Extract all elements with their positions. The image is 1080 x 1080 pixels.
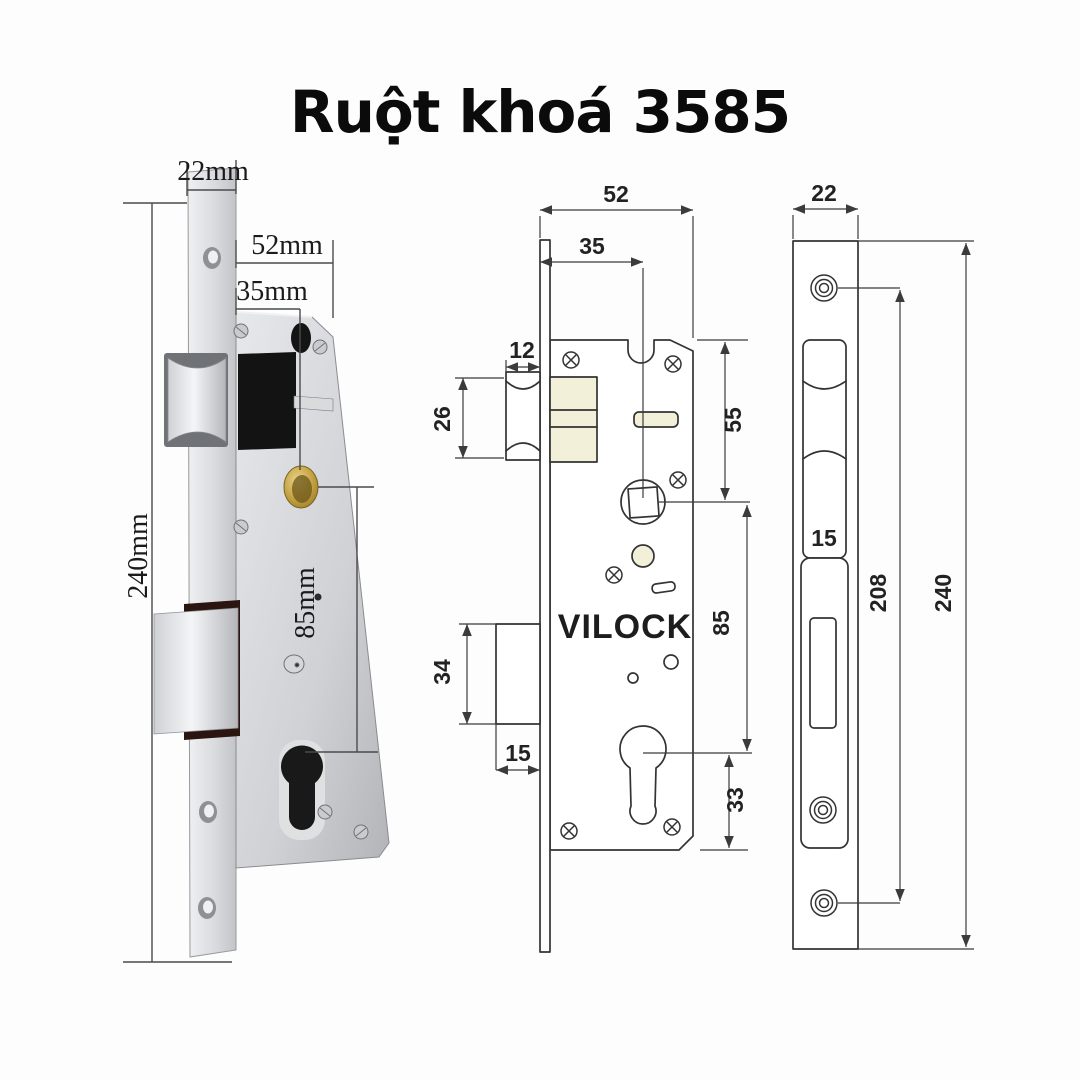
rivet-1 bbox=[663, 654, 679, 670]
stop-pin bbox=[631, 544, 655, 568]
case-hole-dark bbox=[291, 323, 311, 353]
lower-cutout bbox=[800, 557, 849, 849]
dim-plate-latch-window: 15 bbox=[811, 525, 837, 551]
dim-front-deadbolt-height: 34 bbox=[429, 659, 455, 685]
dim-front-deadbolt-throw: 15 bbox=[505, 740, 531, 766]
latch-tail-pin bbox=[293, 395, 334, 412]
euro-cylinder-profile bbox=[619, 725, 667, 825]
dim-plate-height: 240 bbox=[930, 574, 956, 612]
front-view: VILOCK 52 35 12 26 34 bbox=[429, 181, 752, 953]
dim-photo-body-width: 52mm bbox=[251, 230, 323, 261]
case-outline bbox=[549, 339, 694, 851]
small-slot bbox=[651, 581, 676, 594]
dim-front-cylinder-to-bottom: 33 bbox=[722, 787, 748, 813]
dim-photo-centers: 85mm bbox=[290, 567, 321, 639]
dim-front-top-to-spindle: 55 bbox=[720, 407, 746, 433]
follower-cavity bbox=[238, 352, 296, 450]
dim-plate-screw-centers: 208 bbox=[865, 574, 891, 613]
case-screws bbox=[560, 351, 687, 840]
dim-plate-width: 22 bbox=[811, 180, 837, 206]
latch-side-view bbox=[505, 371, 541, 461]
deadbolt-slot bbox=[809, 617, 837, 729]
deadbolt-side-view bbox=[495, 623, 541, 725]
roller-latch bbox=[164, 353, 228, 447]
deadbolt bbox=[153, 600, 240, 740]
latch-bolt bbox=[549, 376, 598, 463]
brass-cylinder bbox=[283, 465, 319, 509]
dim-front-backset: 35 bbox=[579, 233, 605, 259]
faceplate-strip bbox=[539, 239, 551, 953]
dim-photo-backset: 35mm bbox=[236, 276, 308, 307]
body-screws bbox=[233, 323, 369, 840]
dim-front-spindle-to-cylinder: 85 bbox=[708, 610, 734, 636]
plate-view-dimensions: 22 208 240 bbox=[792, 180, 974, 950]
euro-keyway bbox=[279, 740, 325, 840]
photo-dimensions: 22mm 52mm 35mm 240mm 85mm bbox=[123, 156, 378, 963]
dim-front-latch-height: 26 bbox=[429, 406, 455, 432]
dim-front-latch-throw: 12 bbox=[509, 337, 535, 363]
dim-photo-plate-height: 240mm bbox=[123, 513, 154, 599]
rivet-2 bbox=[627, 672, 639, 684]
photo-faceplate bbox=[187, 167, 237, 958]
cylinder-fix-screw bbox=[809, 796, 837, 824]
photo-view: 22mm 52mm 35mm 240mm 85mm bbox=[123, 156, 390, 963]
plate-screw-hole-top bbox=[203, 247, 221, 269]
page-title: Ruột khoá 3585 bbox=[289, 78, 791, 146]
brand-logo: VILOCK bbox=[558, 608, 692, 646]
plate-screw-hole-bottom bbox=[198, 897, 216, 919]
plate-bottom-screw bbox=[810, 889, 838, 917]
plate-screw-hole-lower bbox=[199, 801, 217, 823]
front-view-dimensions: 52 35 12 26 34 15 55 bbox=[429, 181, 752, 851]
slide-slot bbox=[633, 411, 679, 428]
dim-front-body-width: 52 bbox=[603, 181, 629, 207]
plate-view: 15 22 bbox=[792, 180, 974, 950]
plate-top-screw bbox=[810, 274, 838, 302]
dim-photo-plate-width: 22mm bbox=[177, 156, 249, 187]
